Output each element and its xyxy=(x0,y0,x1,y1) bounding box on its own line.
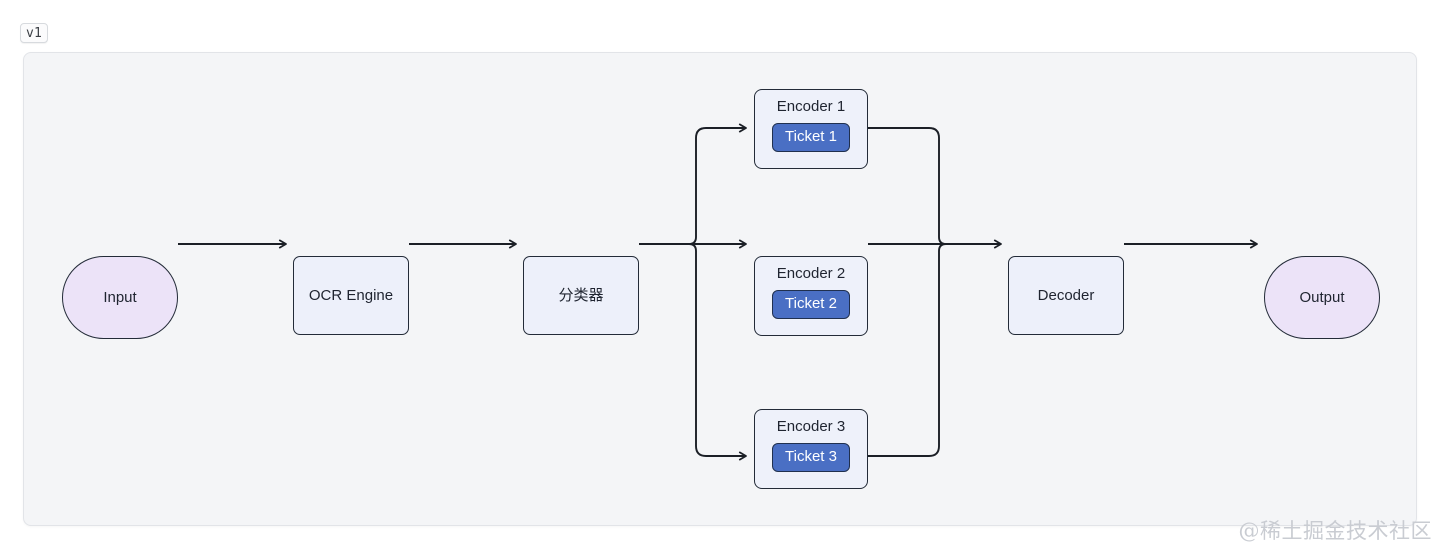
edge-branch-to-encoder-3 xyxy=(688,243,747,461)
edge-branch-to-encoder-1 xyxy=(688,123,747,245)
node-decoder[interactable]: Decoder xyxy=(1008,256,1124,335)
node-input[interactable]: Input xyxy=(62,256,178,339)
node-input-label: Input xyxy=(103,288,137,306)
ticket-node-1[interactable]: Ticket 1 xyxy=(772,122,850,152)
subgraph-encoder-2[interactable]: Encoder 2 Ticket 2 xyxy=(754,256,868,336)
subgraph-encoder-1-title: Encoder 1 xyxy=(776,98,846,115)
subgraph-encoder-3-title: Encoder 3 xyxy=(776,418,846,435)
watermark: @稀土掘金技术社区 xyxy=(1238,519,1432,543)
node-output[interactable]: Output xyxy=(1264,256,1380,339)
node-ocr-engine[interactable]: OCR Engine xyxy=(293,256,409,335)
diagram-canvas[interactable]: Input OCR Engine 分类器 Encoder 1 Ticket 1 … xyxy=(23,52,1417,526)
node-classifier-label: 分类器 xyxy=(558,286,604,304)
edge-encoder-3-to-merge xyxy=(868,243,947,457)
subgraph-encoder-2-title: Encoder 2 xyxy=(776,265,846,282)
node-classifier[interactable]: 分类器 xyxy=(523,256,639,335)
diagram-stage: Input OCR Engine 分类器 Encoder 1 Ticket 1 … xyxy=(24,53,1416,525)
node-decoder-label: Decoder xyxy=(1037,286,1095,304)
version-badge[interactable]: v1 xyxy=(20,23,49,43)
node-ocr-engine-label: OCR Engine xyxy=(308,286,394,304)
subgraph-encoder-1[interactable]: Encoder 1 Ticket 1 xyxy=(754,89,868,169)
ticket-node-2[interactable]: Ticket 2 xyxy=(772,289,850,319)
subgraph-encoder-3[interactable]: Encoder 3 Ticket 3 xyxy=(754,409,868,489)
edge-encoder-1-to-merge xyxy=(868,127,947,245)
node-output-label: Output xyxy=(1299,288,1345,306)
edges-layer xyxy=(178,123,1258,461)
ticket-node-3[interactable]: Ticket 3 xyxy=(772,442,850,472)
